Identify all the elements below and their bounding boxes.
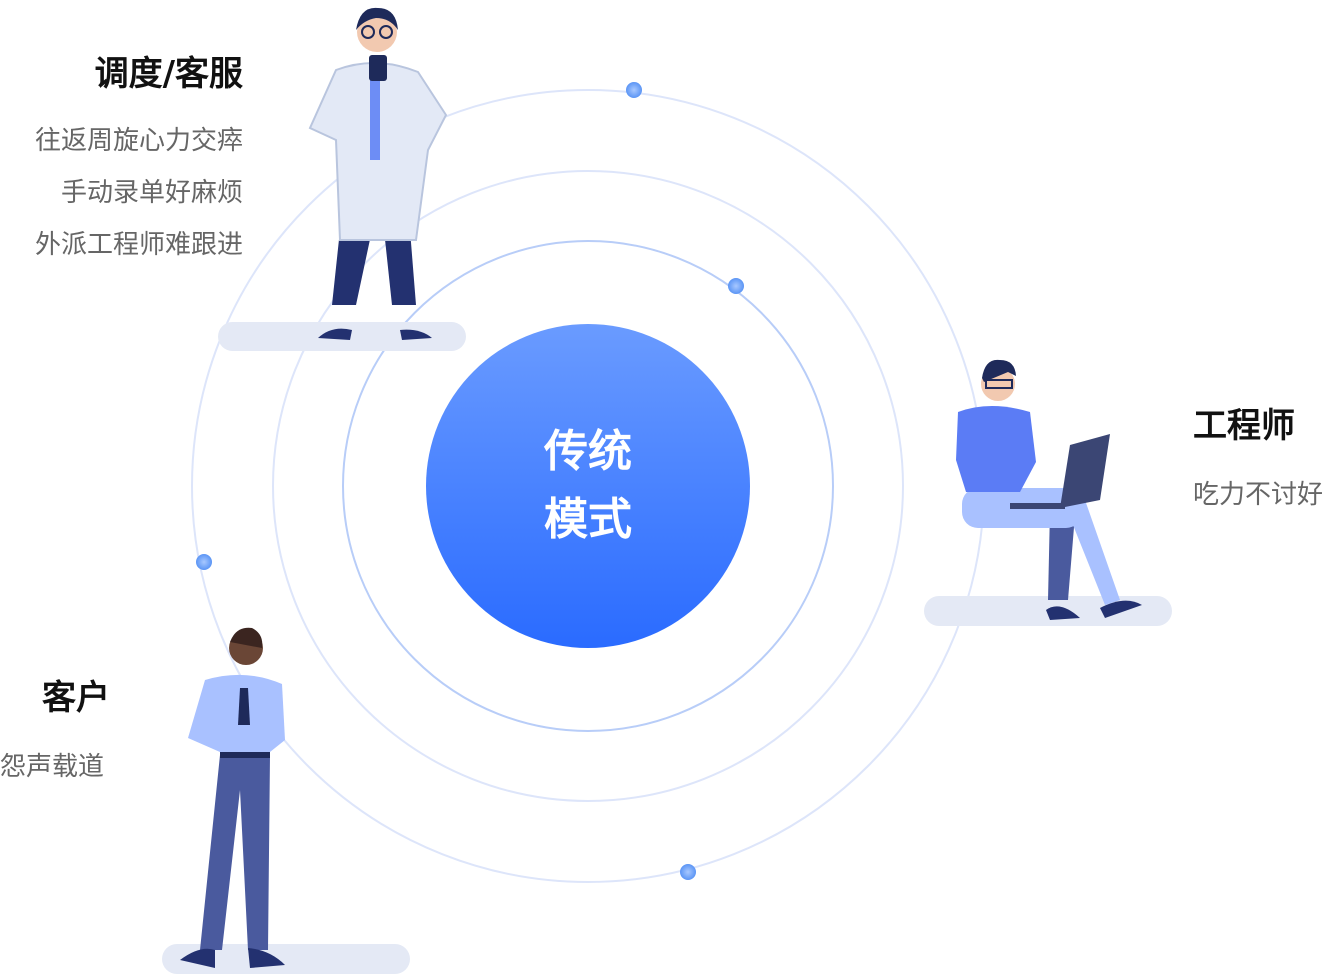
center-circle — [426, 324, 750, 648]
platform-customer — [162, 944, 410, 974]
middle-ring — [272, 170, 904, 802]
center-label: 传统 模式 — [426, 418, 750, 554]
orbit-dot — [196, 554, 212, 570]
center-line-1: 传统 — [544, 426, 632, 477]
engineer-line: 吃力不讨好 — [1193, 480, 1324, 510]
dispatch-line: 手动录单好麻烦 — [60, 178, 243, 208]
orbit-dot — [680, 864, 696, 880]
dispatch-line: 往返周旋心力交瘁 — [34, 126, 243, 156]
orbit-dot — [728, 278, 744, 294]
customer-figure — [180, 627, 285, 968]
engineer-title: 工程师 — [1193, 406, 1295, 446]
customer-title: 客户 — [42, 678, 110, 718]
engineer-figure — [956, 359, 1142, 620]
customer-line: 怨声载道 — [0, 752, 105, 782]
dispatch-title: 调度/客服 — [94, 54, 243, 94]
dispatcher-figure — [308, 7, 448, 340]
center-line-2: 模式 — [544, 494, 632, 545]
orbit-dot — [626, 82, 642, 98]
inner-ring — [342, 240, 834, 732]
dispatch-line: 外派工程师难跟进 — [34, 230, 243, 260]
